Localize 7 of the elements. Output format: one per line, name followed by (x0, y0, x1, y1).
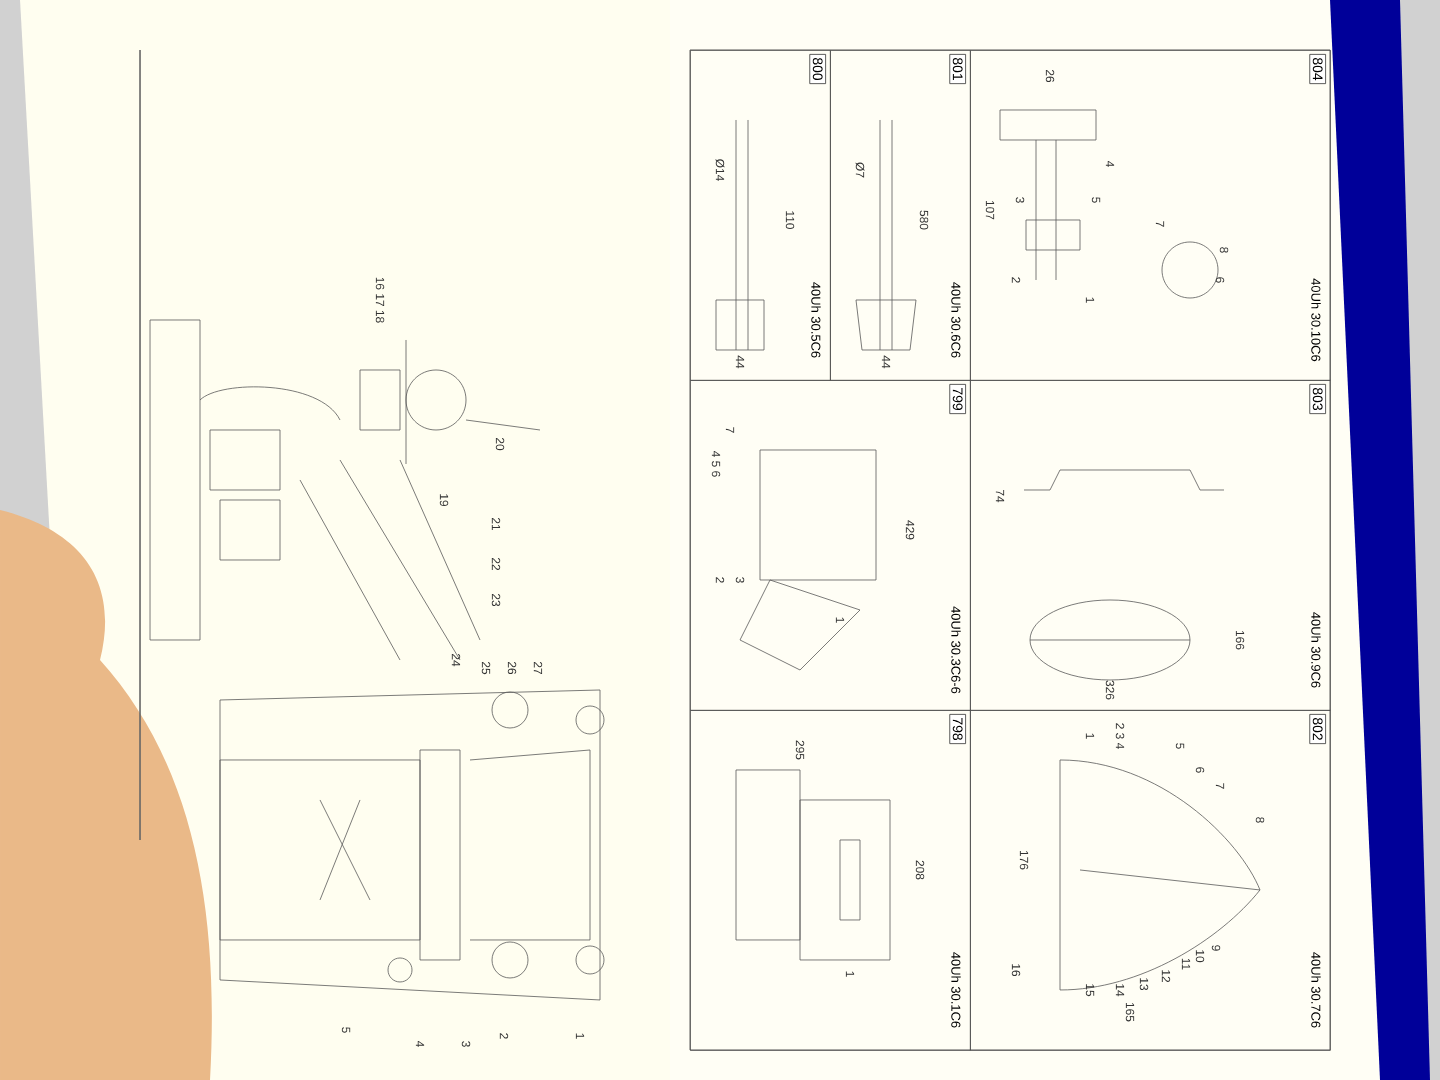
drawing-panel (970, 380, 1331, 711)
drawing-panel (970, 50, 1331, 381)
drawing-panel (690, 710, 971, 1051)
drawing-panel (690, 380, 971, 711)
drawing-panel (970, 710, 1331, 1051)
drawing-panel (830, 50, 971, 381)
drawing-panel (690, 50, 831, 381)
